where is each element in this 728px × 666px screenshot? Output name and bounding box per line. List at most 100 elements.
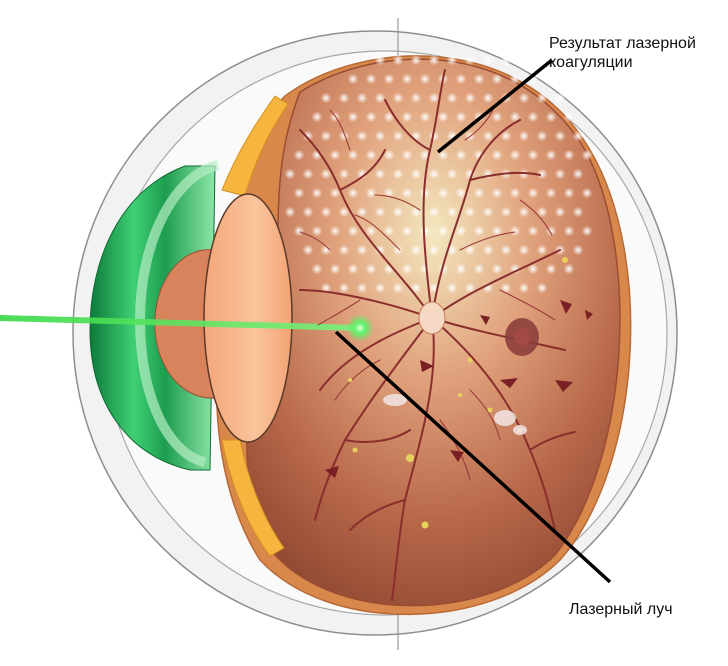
coagulation-spot — [320, 206, 332, 218]
coagulation-spot — [554, 130, 566, 142]
coagulation-result-label-line1: Результат лазерной — [549, 35, 696, 52]
coagulation-spot — [473, 225, 485, 237]
coagulation-spot — [356, 282, 368, 294]
coagulation-spot — [374, 244, 386, 256]
coagulation-spot — [338, 168, 350, 180]
coagulation-spot — [455, 111, 467, 123]
coagulation-spot — [518, 92, 530, 104]
iris — [89, 165, 216, 471]
coagulation-spot — [383, 149, 395, 161]
coagulation-spot — [464, 244, 476, 256]
coagulation-spot — [518, 282, 530, 294]
coagulation-spot — [527, 263, 539, 275]
coagulation-spot — [320, 130, 332, 142]
coagulation-spot — [581, 225, 593, 237]
coagulation-spot — [356, 206, 368, 218]
coagulation-spot — [329, 263, 341, 275]
leader-line-coagulation — [436, 58, 554, 154]
coagulation-spot — [374, 282, 386, 294]
coagulation-spot — [410, 92, 422, 104]
coagulation-spot — [482, 206, 494, 218]
coagulation-spot — [500, 282, 512, 294]
coagulation-spot — [428, 206, 440, 218]
coagulation-spot — [392, 206, 404, 218]
coagulation-spot — [338, 130, 350, 142]
coagulation-spot — [311, 225, 323, 237]
coagulation-spot — [491, 149, 503, 161]
coagulation-spot — [302, 130, 314, 142]
coagulation-spot — [509, 111, 521, 123]
lens — [203, 193, 293, 443]
coagulation-spot — [509, 149, 521, 161]
coagulation-spot — [311, 187, 323, 199]
coagulation-spot — [401, 263, 413, 275]
coagulation-spot — [455, 263, 467, 275]
coagulation-spot — [383, 73, 395, 85]
coagulation-spot — [545, 263, 557, 275]
coagulation-spot — [347, 225, 359, 237]
coagulation-spot — [563, 187, 575, 199]
coagulation-spot — [329, 111, 341, 123]
coagulation-spot — [347, 149, 359, 161]
coagulation-spot — [500, 206, 512, 218]
coagulation-spot — [401, 73, 413, 85]
coagulation-spot — [401, 225, 413, 237]
hemorrhages — [325, 300, 593, 478]
coagulation-spot — [392, 92, 404, 104]
laser-beam — [0, 315, 363, 331]
coagulation-spot — [572, 130, 584, 142]
coagulation-spot — [419, 73, 431, 85]
coagulation-spot — [338, 92, 350, 104]
coagulation-spot — [527, 149, 539, 161]
coagulation-spot — [392, 54, 404, 66]
coagulation-spot — [572, 206, 584, 218]
coagulation-spot — [482, 92, 494, 104]
coagulation-spot — [464, 54, 476, 66]
coagulation-spot — [347, 263, 359, 275]
coagulation-spot — [392, 130, 404, 142]
coagulation-spot — [392, 282, 404, 294]
blood-vessels-fine — [299, 104, 556, 481]
coagulation-spot — [383, 225, 395, 237]
coagulation-spot — [545, 149, 557, 161]
coagulation-spot — [518, 244, 530, 256]
blood-vessels — [299, 69, 576, 601]
coagulation-spot — [455, 225, 467, 237]
coagulation-spot — [365, 149, 377, 161]
coagulation-spot — [527, 111, 539, 123]
coagulation-spot — [410, 54, 422, 66]
coagulation-spot — [473, 149, 485, 161]
coagulation-spot — [509, 73, 521, 85]
coagulation-spot — [428, 130, 440, 142]
coagulation-spot — [338, 282, 350, 294]
coagulation-spot — [491, 73, 503, 85]
coagulation-spot — [437, 225, 449, 237]
coagulation-spot — [365, 111, 377, 123]
coagulation-spot — [518, 130, 530, 142]
coagulation-spot — [293, 187, 305, 199]
coagulation-spot — [428, 168, 440, 180]
coagulation-spot — [383, 111, 395, 123]
coagulation-spot — [536, 92, 548, 104]
leader-line-laser-beam — [334, 330, 612, 584]
coagulation-spot — [464, 92, 476, 104]
coagulation-spot — [419, 263, 431, 275]
coagulation-spot — [410, 206, 422, 218]
coagulation-spot — [473, 73, 485, 85]
coagulation-spot — [437, 111, 449, 123]
coagulation-spot — [356, 168, 368, 180]
coagulation-spot — [365, 73, 377, 85]
coagulation-spot — [455, 187, 467, 199]
coagulation-spot — [563, 149, 575, 161]
coagulation-spot — [527, 187, 539, 199]
coagulation-spot — [293, 149, 305, 161]
coagulation-spot — [428, 244, 440, 256]
coagulation-spot — [419, 111, 431, 123]
coagulation-spot — [347, 187, 359, 199]
coagulation-spot — [374, 54, 386, 66]
coagulation-spot — [464, 282, 476, 294]
coagulation-spot — [482, 130, 494, 142]
coagulation-spot — [311, 263, 323, 275]
coagulation-spot — [536, 168, 548, 180]
coagulation-spot — [509, 187, 521, 199]
